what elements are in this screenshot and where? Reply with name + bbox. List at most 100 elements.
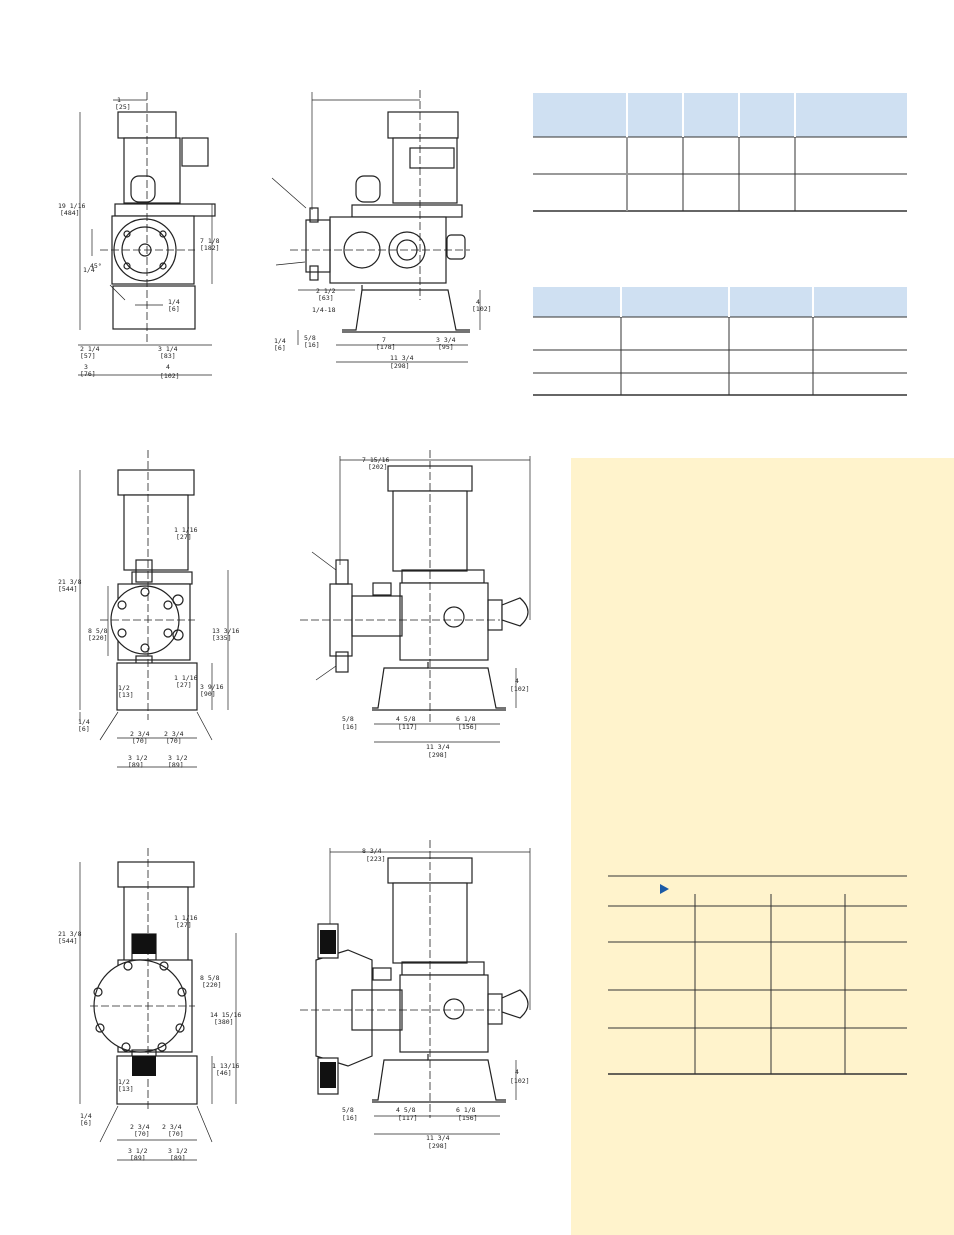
- dimension-label: 5/8: [304, 334, 316, 342]
- dimension-label: [102]: [510, 1077, 530, 1085]
- dimension-label: [70]: [168, 1130, 184, 1138]
- dimension-label: 8 5/8: [200, 974, 220, 982]
- dimension-label: 6 1/8: [456, 715, 476, 723]
- dimension-label: [83]: [160, 352, 176, 360]
- dimension-label: [298]: [428, 1142, 448, 1150]
- dimension-label: [156]: [458, 723, 478, 731]
- dimension-label: 8 5/8: [88, 627, 108, 635]
- dimension-label: 1/4: [274, 337, 286, 345]
- dimension-label: 2 3/4: [164, 730, 184, 738]
- dimension-label: [220]: [88, 634, 108, 642]
- info-panel: [571, 458, 954, 1235]
- drawing-mid-side: [300, 450, 531, 743]
- dimension-label: 4: [476, 298, 480, 306]
- dimension-label: [76]: [80, 370, 96, 378]
- dimension-label: 1 13/16: [212, 1062, 239, 1070]
- dimension-label: 3 9/16: [200, 683, 224, 691]
- dimension-label: 1 1/16: [174, 526, 198, 534]
- dimension-label: 19 1/16: [58, 202, 85, 210]
- dimension-label: 8 3/4: [362, 847, 382, 855]
- dimension-label: 3 1/2: [128, 1147, 148, 1155]
- dimension-label: 1 1/16: [174, 674, 198, 682]
- dimension-label: [16]: [304, 341, 320, 349]
- dimension-label: 6 1/8: [456, 1106, 476, 1114]
- dimension-label: 1 1/16: [174, 914, 198, 922]
- dimension-label: 13 3/16: [212, 627, 239, 635]
- dimension-label: 3 3/4: [436, 336, 456, 344]
- dimension-label: 2 3/4: [130, 1123, 150, 1131]
- dimension-label: [102]: [160, 372, 180, 380]
- dimension-label: [117]: [398, 1114, 418, 1122]
- dimension-label: 1/4: [80, 1112, 92, 1120]
- dimension-label: [46]: [216, 1069, 232, 1077]
- dimension-label: 4: [515, 677, 519, 685]
- dimension-label: [63]: [318, 294, 334, 302]
- dimension-label: 2 1/4: [80, 345, 100, 353]
- dimension-label: [16]: [342, 1114, 358, 1122]
- dimension-label: [102]: [472, 305, 492, 313]
- dimension-label: 7 15/16: [362, 456, 389, 464]
- dimension-label: [6]: [80, 1119, 92, 1127]
- drawing-mid-front: [79, 450, 229, 768]
- dimension-label: [16]: [342, 723, 358, 731]
- dimension-label: [544]: [58, 585, 78, 593]
- dimension-label: 4 5/8: [396, 1106, 416, 1114]
- dimension-label: [6]: [274, 344, 286, 352]
- dimension-label: [95]: [438, 343, 454, 351]
- dimension-label: 4: [515, 1068, 519, 1076]
- dimension-label: 1: [117, 96, 121, 104]
- dimension-label: [6]: [168, 305, 180, 313]
- dimension-label: [13]: [118, 691, 134, 699]
- drawing-top-front: [78, 92, 216, 376]
- dimension-label: [6]: [78, 725, 90, 733]
- dimension-label: 3: [84, 363, 88, 371]
- dimension-label: 21 3/8: [58, 578, 82, 586]
- dimension-label: 3 1/4: [158, 345, 178, 353]
- dimension-label: [70]: [132, 737, 148, 745]
- dimension-label: 1/2: [118, 1078, 130, 1086]
- dimension-label: [484]: [60, 209, 80, 217]
- dimension-label: [380]: [214, 1018, 234, 1026]
- dimension-label: 7 1/8: [200, 237, 220, 245]
- dimension-label: [89]: [170, 1154, 186, 1162]
- dimension-label: 11 3/4: [390, 354, 414, 362]
- dimension-label: 3 1/2: [168, 754, 188, 762]
- dimension-label: [223]: [366, 855, 386, 863]
- dimension-label: [27]: [176, 533, 192, 541]
- dimension-label: [70]: [166, 737, 182, 745]
- dimension-label: 1/4: [168, 298, 180, 306]
- dimension-label: 45°: [90, 262, 102, 270]
- dimension-label: 2 1/2: [316, 287, 336, 295]
- dimension-label: 2 3/4: [130, 730, 150, 738]
- dimension-label: [102]: [510, 685, 530, 693]
- dimension-label: [90]: [200, 690, 216, 698]
- dimension-label: [156]: [458, 1114, 478, 1122]
- dimension-label: 1/4-18: [312, 306, 336, 314]
- drawing-top-side: [271, 90, 481, 363]
- dimension-label: [335]: [212, 634, 232, 642]
- dimension-label: [27]: [176, 681, 192, 689]
- dimension-label: 5/8: [342, 1106, 354, 1114]
- dimension-label: 3 1/2: [168, 1147, 188, 1155]
- dimension-label: 14 15/16: [210, 1011, 241, 1019]
- drawing-bot-front: [79, 848, 237, 1161]
- dimension-label: [182]: [200, 244, 220, 252]
- dimension-label: [13]: [118, 1085, 134, 1093]
- dimension-label: 11 3/4: [426, 743, 450, 751]
- dimension-label: [178]: [376, 343, 396, 351]
- dimension-label: [70]: [134, 1130, 150, 1138]
- dimension-label: [220]: [202, 981, 222, 989]
- dimension-label: [89]: [130, 1154, 146, 1162]
- dimension-label: [27]: [176, 921, 192, 929]
- dimension-label: [544]: [58, 937, 78, 945]
- dimension-label: [89]: [168, 761, 184, 769]
- dimension-label: [298]: [390, 362, 410, 370]
- dimension-label: 4: [166, 363, 170, 371]
- drawing-bot-side: [300, 840, 531, 1135]
- dimension-label: 4 5/8: [396, 715, 416, 723]
- dimension-label: 11 3/4: [426, 1134, 450, 1142]
- dimension-label: 21 3/8: [58, 930, 82, 938]
- dimension-label: [89]: [128, 761, 144, 769]
- dimension-label: 3 1/2: [128, 754, 148, 762]
